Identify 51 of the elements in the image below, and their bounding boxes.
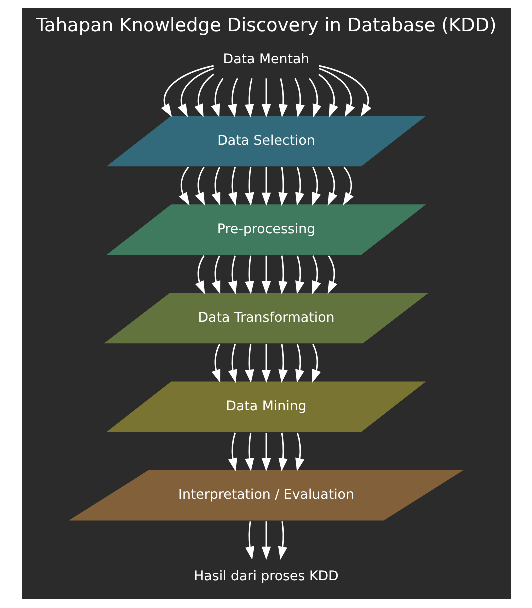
arrow xyxy=(295,344,304,384)
arrow xyxy=(278,167,288,206)
node-text: Hasil dari proses KDD xyxy=(194,569,338,584)
arrow xyxy=(194,74,214,118)
arrow xyxy=(318,65,372,118)
arrow xyxy=(245,522,254,560)
arrow xyxy=(228,432,237,472)
arrow xyxy=(261,344,271,384)
arrow xyxy=(312,256,321,294)
arrow xyxy=(278,432,288,472)
arrow xyxy=(295,256,304,295)
arrow xyxy=(261,256,271,295)
arrow xyxy=(308,78,322,118)
arrow xyxy=(228,167,237,206)
arrow xyxy=(318,74,338,118)
arrow xyxy=(228,78,238,118)
arrow xyxy=(294,78,304,118)
arrow xyxy=(261,433,271,472)
arrow xyxy=(278,256,288,295)
arrow xyxy=(244,256,254,295)
arrow xyxy=(244,167,254,206)
arrow xyxy=(228,344,237,384)
arrow xyxy=(194,256,205,294)
arrow xyxy=(295,167,304,206)
arrow xyxy=(211,256,220,294)
arrow xyxy=(295,432,304,472)
arrow xyxy=(177,68,214,118)
arrow xyxy=(194,167,205,206)
arrow xyxy=(312,344,321,384)
arrow xyxy=(211,344,220,384)
arrow xyxy=(228,256,237,295)
arrow xyxy=(160,65,214,118)
arrow xyxy=(244,78,254,118)
arrow xyxy=(178,166,190,206)
arrow xyxy=(278,344,288,384)
arrow xyxy=(210,78,224,118)
arrow xyxy=(312,167,321,206)
arrow xyxy=(327,167,338,206)
arrow xyxy=(278,78,288,118)
arrow xyxy=(278,522,287,560)
arrow xyxy=(261,78,271,118)
arrow xyxy=(244,344,254,384)
arrow xyxy=(211,167,220,206)
arrow xyxy=(261,167,271,206)
diagram-title: Tahapan Knowledge Discovery in Database (KDD) xyxy=(36,16,496,37)
node-text: Data Mentah xyxy=(222,52,310,68)
arrow xyxy=(261,522,271,560)
arrow xyxy=(327,256,338,294)
arrow xyxy=(244,432,254,472)
arrow xyxy=(342,166,354,206)
arrow xyxy=(318,68,355,118)
